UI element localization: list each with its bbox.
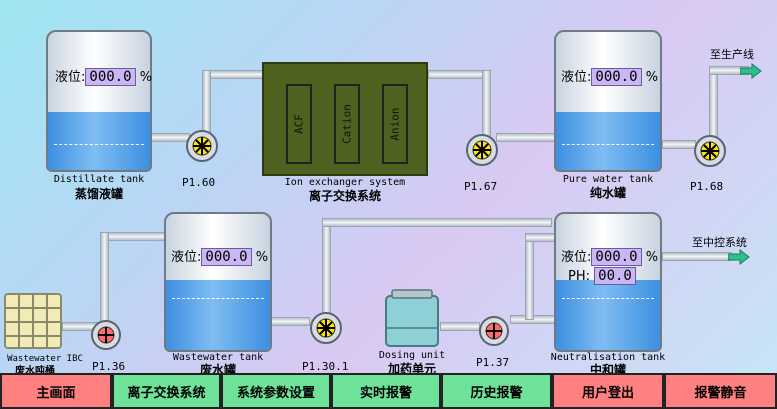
pipe xyxy=(662,252,732,261)
ph-label: PH: xyxy=(568,269,590,284)
menu-realtime-alarm-button[interactable]: 实时报警 xyxy=(331,373,441,409)
pure-water xyxy=(556,112,660,170)
level-line xyxy=(562,144,654,145)
pipe xyxy=(322,218,552,227)
pump-p1301[interactable] xyxy=(308,310,342,344)
neutral-ph-value[interactable]: 00.0 xyxy=(594,267,636,285)
level-unit: % xyxy=(255,250,269,265)
pipe xyxy=(270,317,310,326)
pipe xyxy=(440,322,480,331)
neutral-tank-name-cn: 中和罐 xyxy=(589,363,626,373)
distillate-tank-name-cn: 蒸馏液罐 xyxy=(74,187,123,201)
ibc-tote-icon[interactable] xyxy=(2,290,64,352)
ibc-name: Wastewater IBC xyxy=(7,354,83,364)
level-label: 液位: xyxy=(171,250,202,265)
pipe xyxy=(428,70,490,79)
menu-system-params-button[interactable]: 系统参数设置 xyxy=(221,373,331,409)
distillate-water xyxy=(48,112,150,170)
pump-p160-label: P1.60 xyxy=(182,176,216,189)
menu-ion-exchange-button[interactable]: 离子交换系统 xyxy=(112,373,221,409)
pure-level: 液位:000.0 % xyxy=(561,66,658,86)
pump-p136[interactable] xyxy=(88,318,122,352)
menu-alarm-mute-button[interactable]: 报警静音 xyxy=(664,373,777,409)
distillate-tank-name: Distillate tank xyxy=(53,174,145,185)
pump-p167[interactable] xyxy=(466,132,500,166)
acf-column[interactable]: ACF xyxy=(286,84,312,164)
pipe xyxy=(525,235,534,320)
pure-level-value[interactable]: 000.0 xyxy=(591,68,642,86)
ion-exchanger-name-cn: 离子交换系统 xyxy=(308,189,381,203)
pipe xyxy=(709,68,718,140)
pipe xyxy=(202,70,264,79)
production-arrow-icon xyxy=(740,63,762,79)
pipe xyxy=(496,133,556,142)
neutral-level: 液位:000.0 % xyxy=(561,246,658,266)
acf-label: ACF xyxy=(292,114,306,134)
dosing-unit-icon[interactable] xyxy=(382,288,442,350)
menu-history-alarm-button[interactable]: 历史报警 xyxy=(441,373,552,409)
distillate-level: 液位:000.0 % xyxy=(55,66,152,86)
waste-tank-name-cn: 废水罐 xyxy=(199,363,236,373)
pump-p167-label: P1.67 xyxy=(464,180,498,193)
level-unit: % xyxy=(645,250,659,265)
pure-tank-name-cn: 纯水罐 xyxy=(589,186,626,200)
level-line xyxy=(562,298,654,299)
level-line xyxy=(172,298,264,299)
control-arrow-icon xyxy=(728,249,750,265)
menu-main-button[interactable]: 主画面 xyxy=(0,373,112,409)
neutral-water xyxy=(556,280,660,350)
level-unit: % xyxy=(645,70,659,85)
pump-p168-label: P1.68 xyxy=(690,180,724,193)
pump-p137[interactable] xyxy=(476,314,510,348)
pump-p160[interactable] xyxy=(184,128,218,162)
distillate-tank[interactable] xyxy=(46,30,152,172)
distillate-level-value[interactable]: 000.0 xyxy=(85,68,136,86)
waste-tank-name: Wastewater tank xyxy=(172,352,264,363)
cation-column[interactable]: Cation xyxy=(334,84,360,164)
production-outlet-label: 至生产线 xyxy=(710,48,754,61)
waste-level: 液位:000.0 % xyxy=(171,246,268,266)
ibc-name-cn: 废水吨桶 xyxy=(15,366,55,373)
waste-water xyxy=(166,280,270,350)
ion-exchanger-name: Ion exchanger system xyxy=(284,177,406,188)
level-line xyxy=(54,144,144,145)
pipe xyxy=(482,70,491,138)
process-scene: 至生产线 至中控系统 液位:000.0 % Distillate tank 蒸馏… xyxy=(0,0,777,373)
pure-tank-name: Pure water tank xyxy=(562,174,654,185)
pump-p1301-label: P1.30.1 xyxy=(302,360,349,373)
pipe xyxy=(100,232,165,241)
level-label: 液位: xyxy=(55,70,86,85)
pipe xyxy=(100,232,109,322)
neutral-ph: PH: 00.0 xyxy=(568,267,636,285)
pump-p137-label: P1.37 xyxy=(476,356,510,369)
menu-logout-button[interactable]: 用户登出 xyxy=(552,373,664,409)
pipe xyxy=(662,140,696,149)
dosing-name: Dosing unit xyxy=(378,350,446,361)
anion-column[interactable]: Anion xyxy=(382,84,408,164)
level-label: 液位: xyxy=(561,70,592,85)
anion-label: Anion xyxy=(388,107,402,141)
waste-level-value[interactable]: 000.0 xyxy=(201,248,252,266)
level-label: 液位: xyxy=(561,250,592,265)
dosing-name-cn: 加药单元 xyxy=(387,362,436,373)
ion-exchanger-unit[interactable]: ACF Cation Anion xyxy=(262,62,428,176)
pipe xyxy=(525,233,555,242)
pump-p136-label: P1.36 xyxy=(92,360,126,373)
control-outlet-label: 至中控系统 xyxy=(692,236,747,249)
bottom-menu-bar: 主画面 离子交换系统 系统参数设置 实时报警 历史报警 用户登出 报警静音 xyxy=(0,373,777,409)
pump-p168[interactable] xyxy=(692,133,726,167)
level-unit: % xyxy=(139,70,153,85)
neutral-tank-name: Neutralisation tank xyxy=(550,352,666,363)
wastewater-tank[interactable] xyxy=(164,212,272,352)
neutral-level-value[interactable]: 000.0 xyxy=(591,248,642,266)
pure-water-tank[interactable] xyxy=(554,30,662,172)
cation-label: Cation xyxy=(340,104,354,144)
